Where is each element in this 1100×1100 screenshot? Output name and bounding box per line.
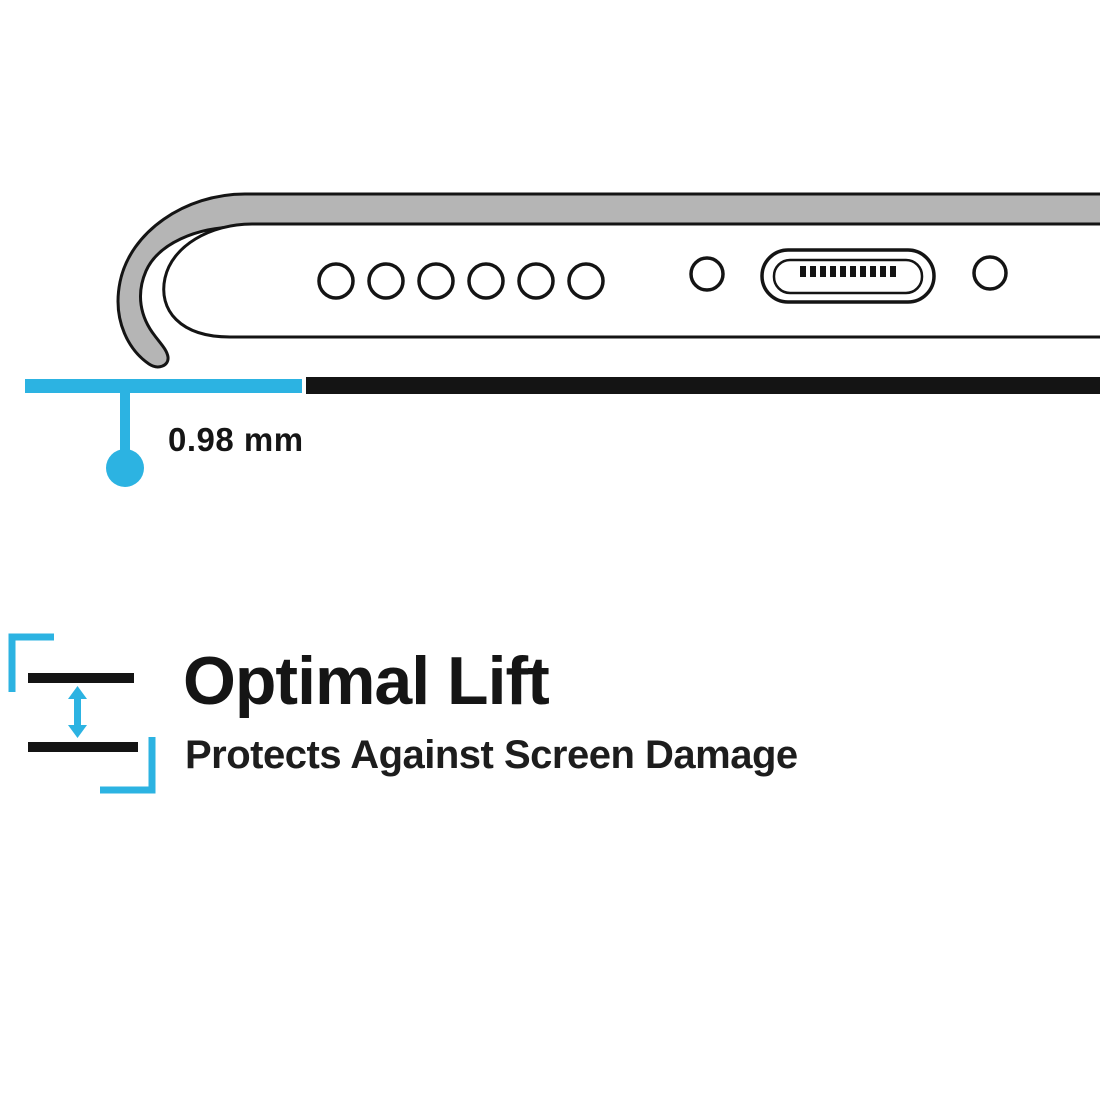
speaker-holes: [317, 262, 605, 300]
speaker-hole: [467, 262, 505, 300]
feature-subtitle: Protects Against Screen Damage: [185, 733, 798, 777]
lift-measurement-label: 0.98 mm: [168, 421, 304, 458]
charging-port: [760, 248, 936, 304]
speaker-hole: [317, 262, 355, 300]
port-pins: [800, 266, 896, 277]
speaker-hole: [417, 262, 455, 300]
lift-gap-bar: [25, 377, 1100, 394]
speaker-hole: [517, 262, 555, 300]
measure-dot: [106, 449, 144, 487]
case-lip-shape: [116, 192, 1100, 369]
icon-top-plate: [28, 673, 134, 683]
bracket-top-left: [8, 633, 54, 692]
lift-gap-bar-accent: [25, 379, 302, 393]
mic-hole-right: [972, 255, 1008, 291]
lift-gap-icon: [8, 633, 156, 794]
double-arrow-icon: [68, 686, 87, 738]
bracket-bottom-right: [100, 737, 156, 794]
lift-gap-bar-black: [306, 377, 1100, 394]
lift-measure-pointer: [106, 391, 144, 487]
mic-hole-left: [689, 256, 725, 292]
phone-bottom-edge: [162, 222, 1100, 339]
speaker-hole: [367, 262, 405, 300]
icon-bottom-plate: [28, 742, 138, 752]
feature-title: Optimal Lift: [183, 643, 550, 719]
speaker-hole: [567, 262, 605, 300]
